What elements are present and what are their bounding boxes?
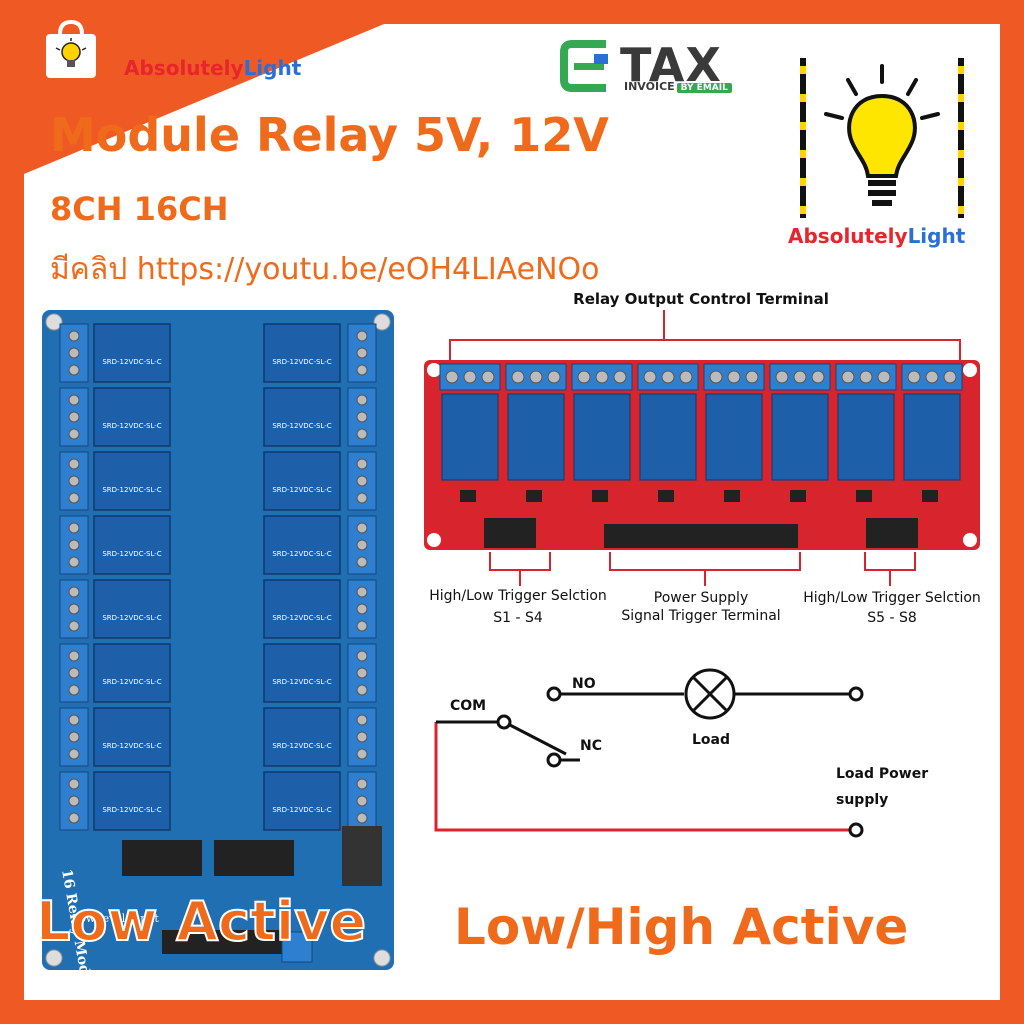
board16-input-label: Low-level Input — [72, 912, 159, 925]
svg-text:SRD-12VDC-SL-C: SRD-12VDC-SL-C — [102, 806, 161, 814]
signal-trigger-label: Signal Trigger Terminal — [621, 608, 781, 624]
relay-output-label: Relay Output Control Terminal — [573, 290, 829, 308]
svg-text:SRD-12VDC-SL-C: SRD-12VDC-SL-C — [102, 550, 161, 558]
trigger-left-label: High/Low Trigger Selction — [429, 588, 607, 604]
relay-16ch: SRD-12VDC-SL-C — [263, 323, 377, 383]
relay-8ch — [571, 363, 633, 502]
relay-16ch: SRD-12VDC-SL-C — [263, 451, 377, 511]
svg-text:SRD-12VDC-SL-C: SRD-12VDC-SL-C — [272, 358, 331, 366]
video-link[interactable]: มีคลิป https://youtu.be/eOH4LIAeNOo — [50, 252, 600, 287]
relay-16ch: SRD-12VDC-SL-C — [263, 579, 377, 639]
page-title: Module Relay 5V, 12V — [50, 108, 609, 162]
shopping-bag-icon — [46, 19, 96, 78]
svg-text:SRD-12VDC-SL-C: SRD-12VDC-SL-C — [102, 422, 161, 430]
no-label: NO — [572, 676, 596, 692]
relay-16ch: SRD-12VDC-SL-C — [59, 771, 171, 831]
relay-16ch: SRD-12VDC-SL-C — [263, 643, 377, 703]
output-bracket — [449, 310, 961, 365]
svg-text:SRD-12VDC-SL-C: SRD-12VDC-SL-C — [272, 678, 331, 686]
svg-text:SRD-12VDC-SL-C: SRD-12VDC-SL-C — [102, 742, 161, 750]
relay-circuit-diagram: COM NO NC Load Load Power supply — [434, 668, 928, 838]
nc-label: NC — [580, 738, 602, 754]
etax-e-icon — [560, 40, 608, 92]
low-high-active-label: Low/High Active — [454, 898, 909, 956]
svg-text:SRD-12VDC-SL-C: SRD-12VDC-SL-C — [102, 614, 161, 622]
relay-16ch: SRD-12VDC-SL-C — [59, 451, 171, 511]
com-label: COM — [450, 698, 486, 714]
relay-8ch — [769, 363, 831, 502]
relay-16ch: SRD-12VDC-SL-C — [263, 707, 377, 767]
svg-text:SRD-12VDC-SL-C: SRD-12VDC-SL-C — [102, 358, 161, 366]
power-supply-label: Power Supply — [653, 590, 749, 606]
relay-16ch: SRD-12VDC-SL-C — [59, 323, 171, 383]
relay-16ch: SRD-12VDC-SL-C — [59, 515, 171, 575]
relay-8ch — [835, 363, 897, 502]
trigger-left-range: S1 - S4 — [493, 610, 543, 626]
supply-label: supply — [836, 792, 888, 808]
light-bulb-icon — [800, 58, 964, 218]
svg-text:SRD-12VDC-SL-C: SRD-12VDC-SL-C — [102, 486, 161, 494]
relay-board-8ch — [424, 360, 980, 550]
trigger-brackets — [489, 552, 916, 586]
svg-text:SRD-12VDC-SL-C: SRD-12VDC-SL-C — [272, 422, 331, 430]
svg-text:SRD-12VDC-SL-C: SRD-12VDC-SL-C — [272, 486, 331, 494]
relay-16ch: SRD-12VDC-SL-C — [263, 387, 377, 447]
relay-16ch: SRD-12VDC-SL-C — [59, 579, 171, 639]
relay-board-16ch: SRD-12VDC-SL-C SRD-12VDC-SL-C SRD-12VDC-SL… — [42, 310, 394, 970]
svg-text:SRD-12VDC-SL-C: SRD-12VDC-SL-C — [272, 806, 331, 814]
load-power-label: Load Power — [836, 766, 928, 782]
svg-text:SRD-12VDC-SL-C: SRD-12VDC-SL-C — [272, 614, 331, 622]
svg-text:SRD-12VDC-SL-C: SRD-12VDC-SL-C — [272, 550, 331, 558]
load-label: Load — [692, 732, 730, 748]
relay-8ch — [505, 363, 567, 502]
relay-16ch: SRD-12VDC-SL-C — [59, 643, 171, 703]
page-subtitle: 8CH 16CH — [50, 190, 229, 228]
trigger-right-label: High/Low Trigger Selction — [803, 590, 981, 606]
relay-16ch: SRD-12VDC-SL-C — [263, 515, 377, 575]
relay-16ch: SRD-12VDC-SL-C — [59, 387, 171, 447]
low-active-label: Low Active — [35, 889, 367, 954]
svg-text:SRD-12VDC-SL-C: SRD-12VDC-SL-C — [102, 678, 161, 686]
relay-8ch — [439, 363, 501, 502]
relay-16ch: SRD-12VDC-SL-C — [59, 707, 171, 767]
brand-name: AbsolutelyLight — [124, 56, 302, 80]
trigger-right-range: S5 - S8 — [867, 610, 917, 626]
relay-8ch — [637, 363, 699, 502]
relay-16ch: SRD-12VDC-SL-C — [263, 771, 377, 831]
relay-8ch — [901, 363, 963, 502]
svg-text:SRD-12VDC-SL-C: SRD-12VDC-SL-C — [272, 742, 331, 750]
bulb-brand-name: AbsolutelyLight — [788, 224, 966, 248]
relay-8ch — [703, 363, 765, 502]
